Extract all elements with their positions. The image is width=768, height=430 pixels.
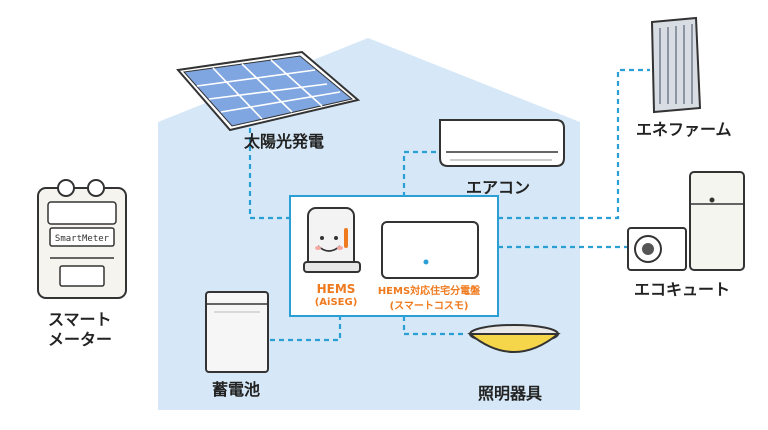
connector-aircon	[402, 150, 436, 196]
battery-label: 蓄電池	[212, 380, 261, 399]
solar-label: 太陽光発電	[244, 132, 325, 151]
solar-panel-icon	[176, 50, 361, 132]
air-conditioner-icon	[439, 119, 565, 167]
ecocute-label: エコキュート	[634, 280, 731, 299]
panel-subtitle: (スマートコスモ)	[389, 301, 469, 312]
connector-enefarm	[498, 68, 650, 220]
smart-meter-label-line1: スマート	[48, 310, 112, 329]
lighting-label: 照明器具	[478, 384, 543, 403]
meter-display-text: SmartMeter	[55, 234, 110, 244]
ceiling-light-icon	[467, 324, 561, 353]
hems-box	[289, 195, 499, 317]
smart-meter-icon: SmartMeter	[37, 179, 127, 299]
aircon-label: エアコン	[466, 178, 531, 197]
enefarm-icon	[650, 16, 702, 114]
enefarm-label: エネファーム	[636, 120, 732, 139]
hems-title: HEMS	[316, 282, 356, 296]
ecocute-icon	[627, 171, 745, 271]
hems-subtitle: (AiSEG)	[314, 297, 358, 308]
connector-lighting	[402, 316, 466, 336]
connector-battery	[270, 316, 342, 342]
battery-icon	[205, 291, 269, 373]
smart-meter-label-line2: メーター	[48, 330, 113, 349]
connector-solar	[248, 128, 290, 220]
distribution-panel-icon	[381, 221, 479, 279]
panel-title: HEMS対応住宅分電盤	[377, 286, 481, 297]
aiseg-device-icon	[303, 207, 361, 273]
